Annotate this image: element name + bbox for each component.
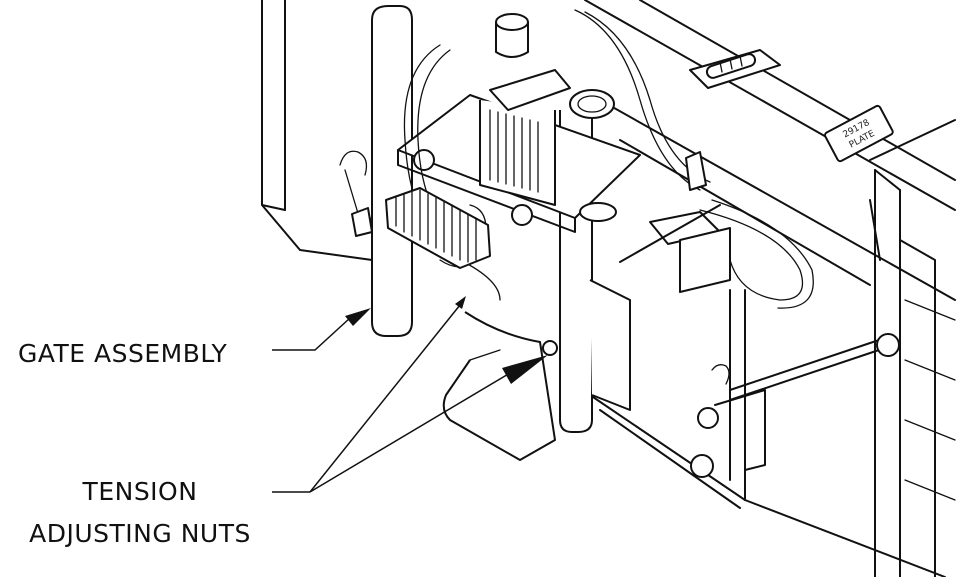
actuator-bracket <box>397 69 641 233</box>
gate-assembly-label: GATE ASSEMBLY <box>18 339 228 368</box>
tension-nut-leader-upper <box>309 296 466 493</box>
tension-nut-leader-lower <box>309 340 558 493</box>
hinge <box>689 49 781 89</box>
tension-clip <box>339 150 373 237</box>
heat-sink <box>385 187 491 269</box>
gate-assembly-leader <box>272 308 371 351</box>
collection-cup <box>442 279 631 461</box>
tension-label-line-1: TENSION <box>82 477 198 506</box>
valve-assembly <box>619 151 900 478</box>
tension-label-line-2: ADJUSTING NUTS <box>29 519 251 548</box>
id-plate: 29178 PLATE <box>824 104 894 163</box>
